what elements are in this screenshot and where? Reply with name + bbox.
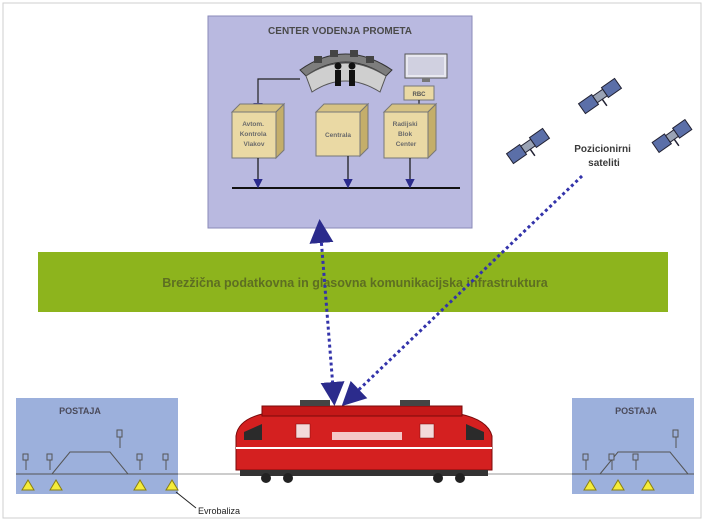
wireless-banner: Brezžična podatkovna in glasovna komunik… [38, 252, 668, 312]
satellites-label: Pozicionirni sateliti [574, 144, 633, 169]
atc-box-line-2: Kontrola [240, 131, 267, 138]
balise-icon [133, 479, 147, 491]
balise-icon [583, 479, 597, 491]
control-center-panel: CENTER VODENJA PROMETA RBC [207, 15, 473, 229]
balise-icon [611, 479, 625, 491]
atc-box: Avtom. Kontrola Vlakov [230, 102, 286, 160]
monitor-icon [404, 53, 448, 82]
satellite-train-link [341, 174, 584, 407]
satellites-label-line-1: Pozicionirni [574, 144, 631, 155]
satellite-icon-2 [577, 77, 623, 115]
link-room-to-atc [253, 78, 300, 113]
station-left: POSTAJA [16, 398, 178, 494]
frame [2, 2, 702, 519]
rbc-box: Radijski Blok Center [382, 102, 438, 160]
balise-icon [21, 479, 35, 491]
central-box-label: Centrala [325, 132, 351, 139]
svg-text:Avtom. Kontrola: Avtom. Kontrola Vlakov [240, 121, 269, 148]
control-center-title: CENTER VODENJA PROMETA [268, 26, 412, 37]
locomotive-image [235, 400, 493, 483]
satellites-label-line-2: sateliti [588, 158, 620, 169]
rbc-box-line-1: Radijski [393, 121, 418, 128]
central-box: Centrala [314, 102, 370, 158]
center-train-link [309, 219, 345, 406]
atc-box-line-3: Vlakov [244, 141, 265, 148]
rbc-monitor-label: RBC [413, 92, 427, 98]
satellite-icon-3 [651, 118, 693, 154]
balise-icon [49, 479, 63, 491]
station-right-label: POSTAJA [615, 406, 657, 416]
rbc-box-line-2: Blok [398, 131, 412, 138]
satellite-icon-1 [505, 127, 551, 165]
station-right: POSTAJA [572, 398, 694, 494]
balise-pointer [175, 491, 197, 509]
station-left-label: POSTAJA [59, 406, 101, 416]
balise-icon [165, 479, 179, 491]
rbc-box-line-3: Center [396, 141, 417, 148]
control-room-icon [299, 50, 393, 93]
balise-label: Evrobaliza [198, 506, 240, 516]
rbc-monitor-box: RBC [403, 85, 435, 101]
wireless-banner-text: Brezžična podatkovna in glasovna komunik… [162, 276, 549, 290]
atc-box-line-1: Avtom. [242, 121, 264, 128]
balise-icon [641, 479, 655, 491]
svg-text:Radijski Blok: Radijski Blok Center [393, 121, 420, 148]
